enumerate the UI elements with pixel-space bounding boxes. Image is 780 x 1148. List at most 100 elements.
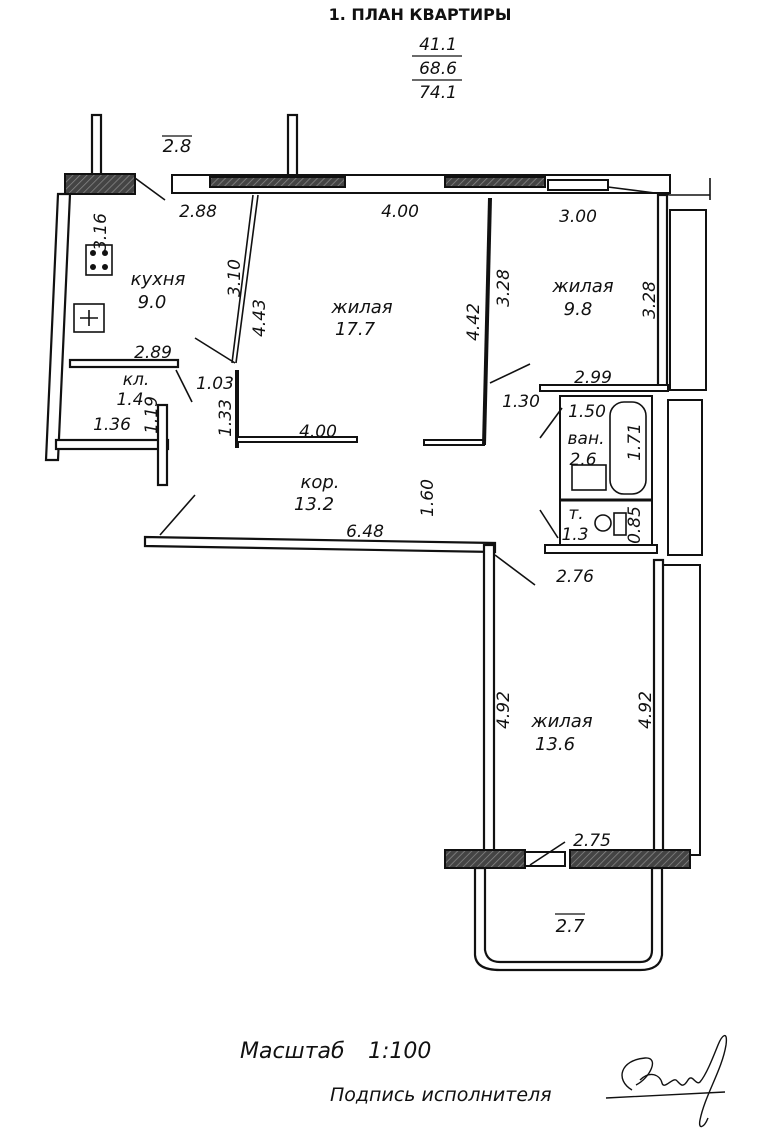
bath-tub bbox=[609, 401, 647, 495]
living3-area: 13.6 bbox=[535, 734, 575, 755]
wall-corridor-bottom bbox=[143, 535, 497, 554]
pantry-wall-right bbox=[156, 403, 169, 487]
dim-4-42: 4.42 bbox=[464, 303, 484, 341]
area-total-with-balcony: 74.1 bbox=[419, 83, 457, 103]
dim-1-19: 1.19 bbox=[142, 396, 162, 434]
signature-icon bbox=[605, 1034, 728, 1128]
area-fraction: 41.1 68.6 74.1 bbox=[412, 35, 462, 103]
ext-wall-right-mid bbox=[667, 399, 703, 556]
corridor-name: кор. bbox=[300, 472, 339, 493]
dim-3-00: 3.00 bbox=[559, 207, 597, 227]
door-toilet bbox=[539, 509, 559, 539]
toilet-name: т. bbox=[568, 504, 583, 524]
living1-name: жилая bbox=[330, 297, 392, 318]
ext-wall-right-lower bbox=[659, 564, 701, 856]
door-bath bbox=[539, 407, 563, 439]
stove-burner-3 bbox=[90, 264, 96, 270]
stove-icon bbox=[85, 244, 113, 276]
stove-burner-1 bbox=[90, 250, 96, 256]
wall-kitchen-room1 bbox=[231, 194, 259, 364]
balcony-top-wall-left bbox=[90, 113, 103, 177]
dim-6-48: 6.48 bbox=[346, 522, 384, 542]
door-pantry bbox=[175, 369, 193, 403]
plan-title: 1. ПЛАН КВАРТИРЫ bbox=[329, 5, 512, 24]
dim-3-28-a: 3.28 bbox=[494, 269, 514, 307]
walls bbox=[44, 113, 711, 972]
ext-wall-top-left bbox=[64, 173, 136, 195]
dim-4-43: 4.43 bbox=[250, 299, 270, 337]
bath-name: ван. bbox=[568, 429, 605, 449]
balcony-top-area: 2.8 bbox=[163, 136, 192, 157]
dim-2-89: 2.89 bbox=[134, 343, 172, 363]
stove-burner-2 bbox=[102, 250, 108, 256]
wall-room1-bottom-right bbox=[423, 439, 485, 446]
pantry-name: кл. bbox=[123, 370, 150, 390]
dim-2-75: 2.75 bbox=[573, 831, 611, 851]
door-room2 bbox=[489, 363, 531, 384]
dim-1-03: 1.03 bbox=[196, 374, 234, 394]
kitchen-area: 9.0 bbox=[138, 292, 167, 313]
door-corridor-left bbox=[159, 494, 196, 536]
dimension-labels: 2.88 4.00 3.00 3.16 3.10 4.43 4.42 3.28 … bbox=[91, 202, 660, 851]
living2-area: 9.8 bbox=[564, 299, 593, 320]
dim-1-30: 1.30 bbox=[502, 392, 540, 412]
ext-wall-left bbox=[44, 192, 72, 462]
corridor-area: 13.2 bbox=[294, 494, 334, 515]
kitchen-fixtures bbox=[73, 244, 113, 333]
dim-4-00-top: 4.00 bbox=[381, 202, 419, 222]
room-labels: кухня 9.0 жилая 17.7 жилая 9.8 жилая 13.… bbox=[116, 135, 614, 937]
balcony-top-wall-right bbox=[286, 113, 299, 179]
door-balcony-bottom bbox=[529, 841, 566, 866]
pantry-top-wall bbox=[68, 358, 180, 369]
stove-burner-4 bbox=[102, 264, 108, 270]
dim-1-33: 1.33 bbox=[216, 399, 236, 437]
dim-1-71: 1.71 bbox=[625, 423, 645, 461]
sink bbox=[571, 464, 607, 491]
dim-3-16: 3.16 bbox=[91, 213, 111, 251]
dim-3-28-b: 3.28 bbox=[640, 281, 660, 319]
dim-3-10: 3.10 bbox=[225, 259, 245, 297]
window-2 bbox=[444, 176, 546, 188]
kitchen-name: кухня bbox=[131, 269, 186, 290]
dim-4-00-mid: 4.00 bbox=[299, 422, 337, 442]
scale-label: Масштаб bbox=[240, 1039, 345, 1064]
door-room3 bbox=[494, 554, 536, 586]
balcony-bottom bbox=[473, 866, 664, 972]
dim-4-92-b: 4.92 bbox=[636, 691, 656, 729]
ext-wall-left-bottom bbox=[54, 438, 170, 451]
wall-room3-left bbox=[482, 543, 496, 857]
door-swings bbox=[134, 177, 566, 866]
living1-area: 17.7 bbox=[335, 319, 376, 340]
sink-icon bbox=[73, 303, 105, 333]
wall-room2-bottom bbox=[539, 384, 669, 392]
signature-label: Подпись исполнителя bbox=[330, 1084, 552, 1106]
scale-value: 1:100 bbox=[368, 1039, 431, 1064]
dim-2-76: 2.76 bbox=[556, 567, 594, 587]
dim-1-50: 1.50 bbox=[568, 402, 606, 422]
door-kitchen-balcony bbox=[134, 177, 166, 201]
area-total: 68.6 bbox=[419, 59, 457, 79]
ext-wall-corner bbox=[607, 186, 710, 196]
dim-2-99: 2.99 bbox=[574, 368, 612, 388]
living2-name: жилая bbox=[551, 276, 613, 297]
toilet-bowl bbox=[594, 514, 612, 532]
window-3 bbox=[547, 179, 609, 191]
ext-wall-room3-bottom-left bbox=[444, 849, 526, 869]
dim-0-85: 0.85 bbox=[625, 506, 645, 544]
dim-1-36: 1.36 bbox=[93, 415, 131, 435]
dim-4-92-a: 4.92 bbox=[494, 691, 514, 729]
living3-name: жилая bbox=[530, 711, 592, 732]
bath-bottom bbox=[544, 544, 658, 554]
ext-wall-room3-bottom-right bbox=[569, 849, 691, 869]
wall-room1-room2 bbox=[482, 197, 492, 446]
balcony-bottom-area: 2.7 bbox=[556, 916, 585, 937]
dim-2-88: 2.88 bbox=[179, 202, 217, 222]
wall-room1-bottom bbox=[236, 436, 358, 443]
pantry-area: 1.4 bbox=[116, 390, 143, 410]
door-kitchen bbox=[194, 337, 236, 364]
dim-1-60: 1.60 bbox=[418, 479, 438, 517]
window-1 bbox=[209, 176, 346, 188]
toilet-area: 1.3 bbox=[561, 525, 588, 545]
toilet-tank bbox=[613, 512, 627, 536]
